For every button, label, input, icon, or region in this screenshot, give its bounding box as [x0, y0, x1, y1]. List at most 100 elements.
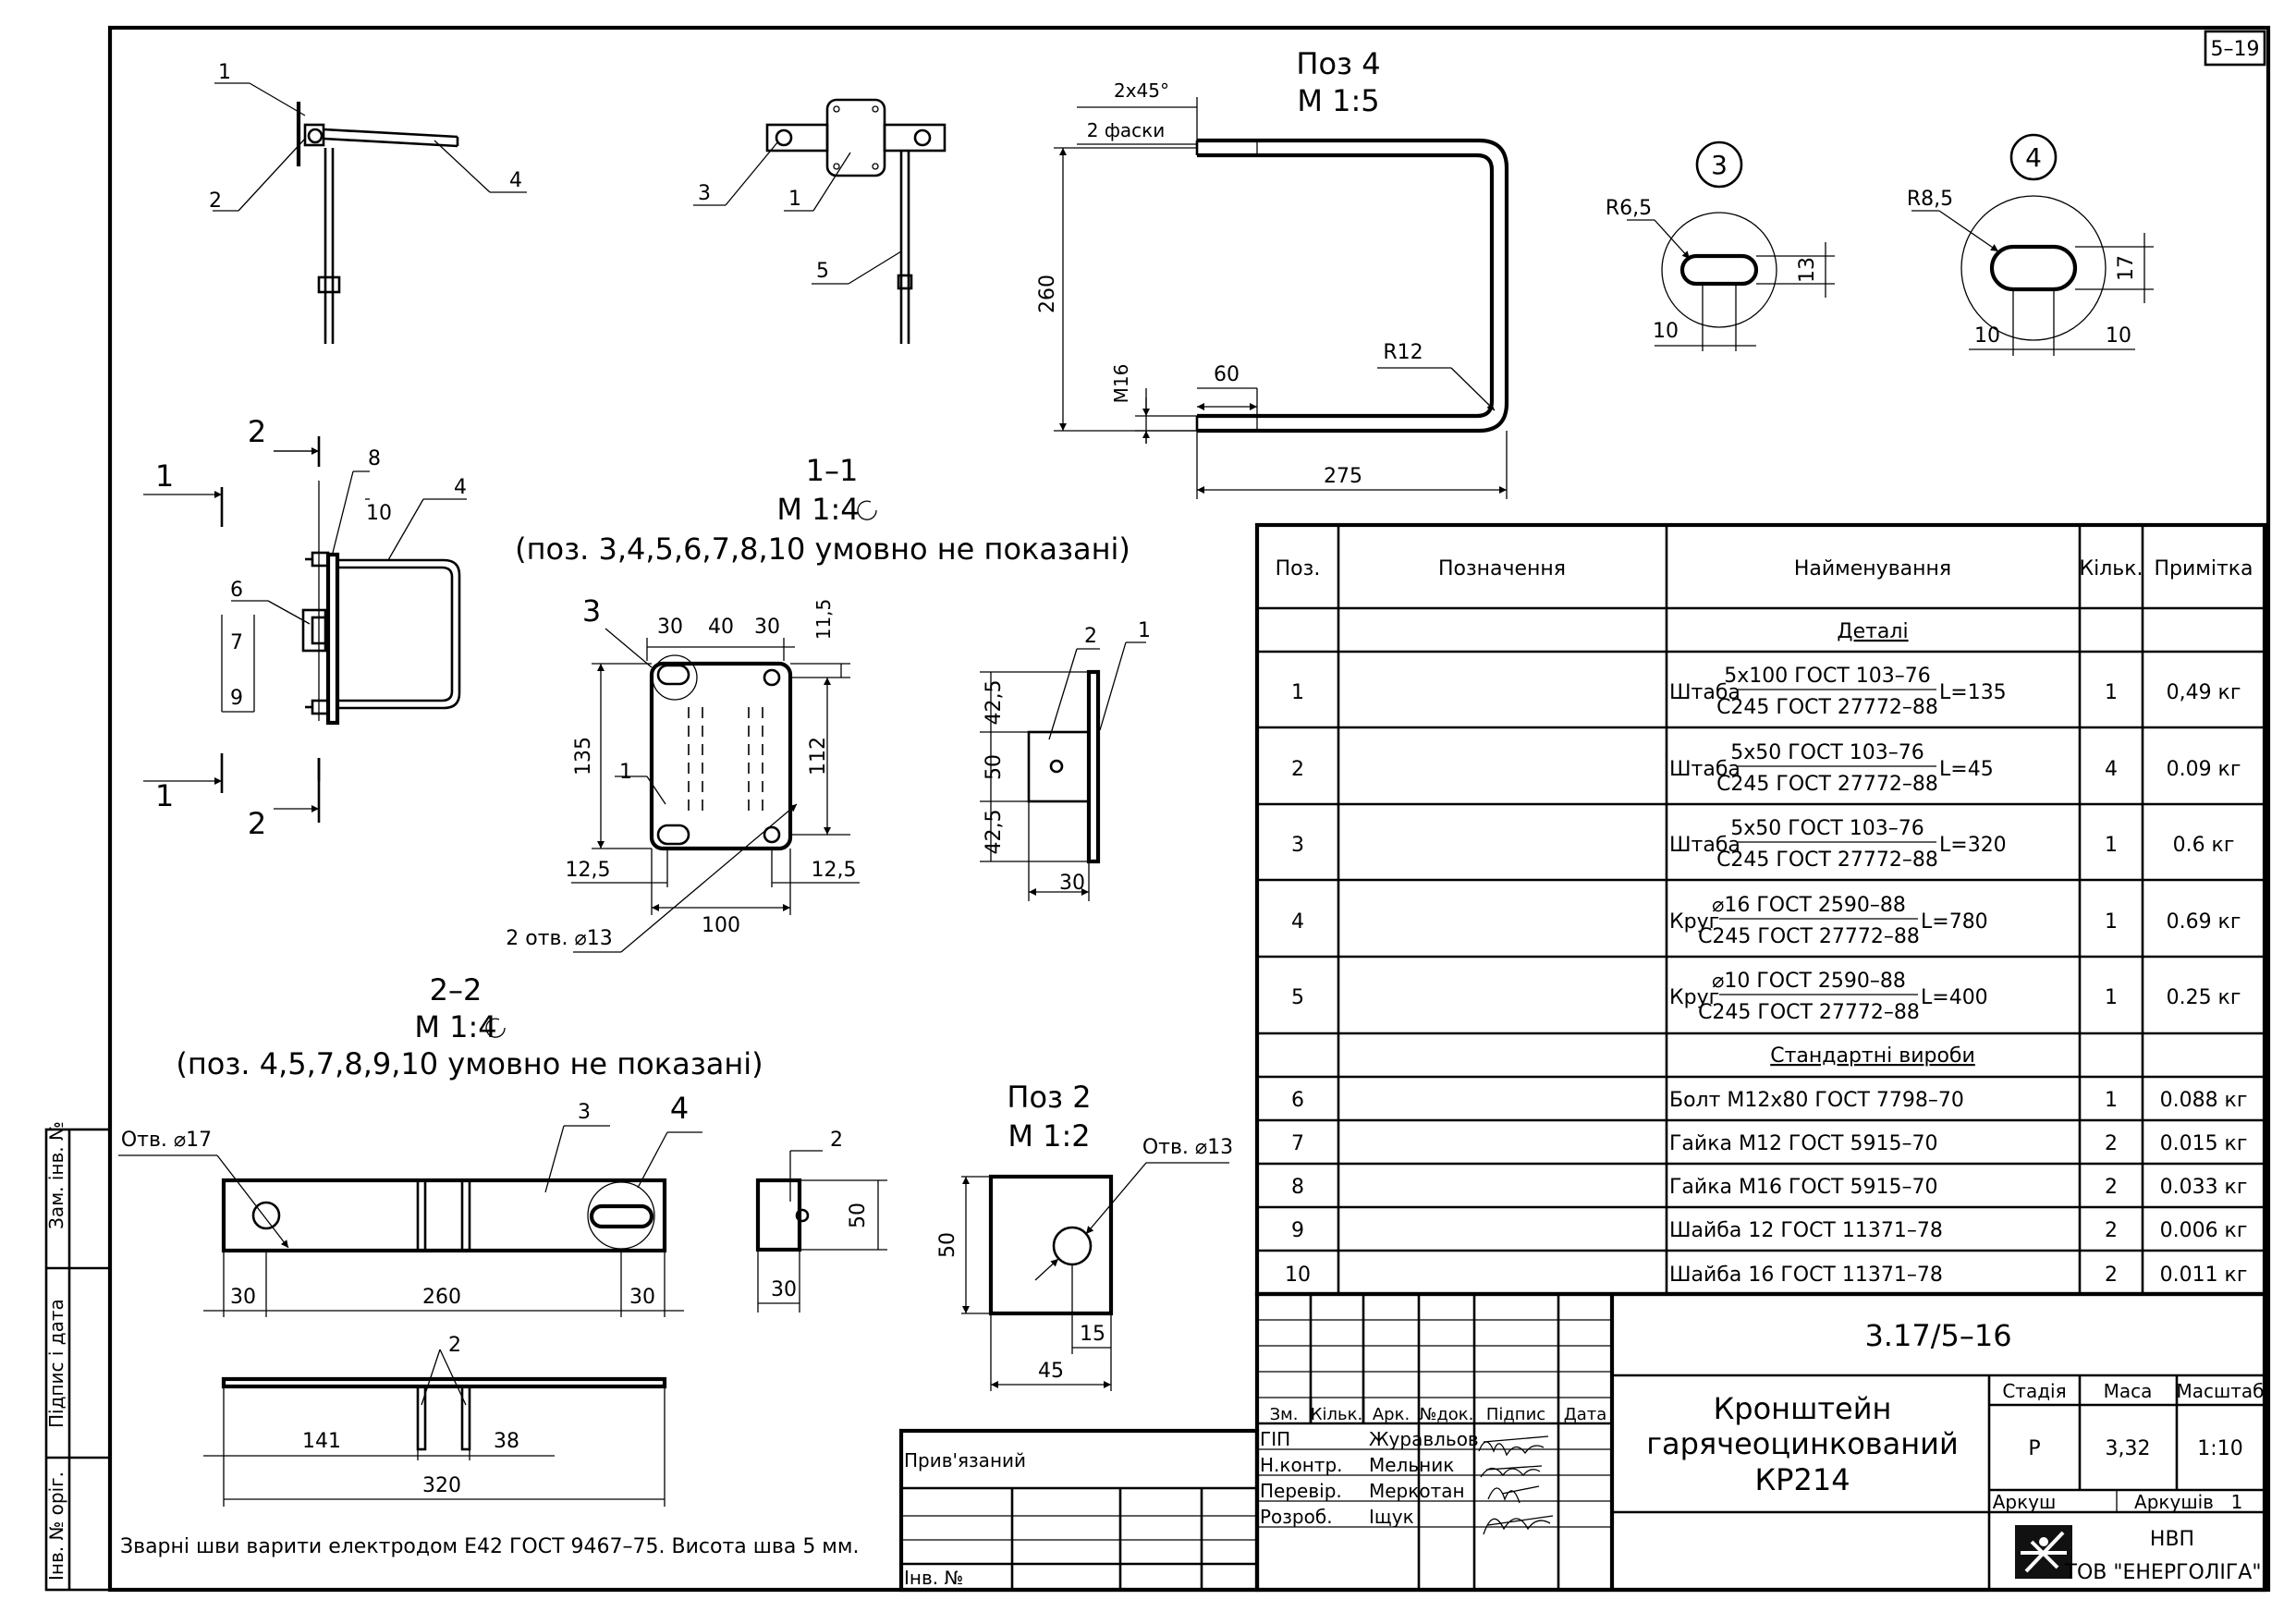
bar3-hole: Отв. ⌀17 [121, 1129, 212, 1152]
spec-row: 9 Шайба 12 ГОСТ 11371–78 2 0.006 кг [1291, 1219, 2247, 1242]
assembly-callout-10: 10 [366, 502, 392, 525]
sign-role-check: Перевір. [1260, 1480, 1342, 1502]
spec-bottom: С245 ГОСТ 27772–88 [1716, 849, 1938, 872]
spec-qty: 1 [2105, 986, 2118, 1009]
bar3top-dim-320: 320 [422, 1474, 461, 1497]
spec-qty: 2 [2105, 1264, 2118, 1287]
section-1-1-side [980, 641, 1146, 901]
small2-dim-50: 50 [847, 1203, 870, 1228]
section-1-1-scale: М 1:4 [776, 492, 859, 527]
spec-note: 0.6 кг [2173, 834, 2235, 857]
mass-label: Маса [2104, 1380, 2153, 1402]
spec-kind: Круг [1669, 986, 1719, 1009]
poz4-title: Поз 4 [1296, 46, 1380, 81]
spec-section-details: Деталі [1837, 620, 1908, 643]
bar3-dim-30b: 30 [629, 1286, 655, 1309]
spec-top: 5х100 ГОСТ 103–76 [1724, 665, 1931, 688]
spec-len: L=320 [1939, 834, 2007, 857]
spec-note: 0.25 кг [2167, 986, 2241, 1009]
poz2-title: Поз 2 [1007, 1080, 1091, 1115]
iso-b-callout-3: 3 [698, 182, 711, 205]
company-line-2: ТОВ "ЕНЕРГОЛІГА" [2064, 1561, 2262, 1584]
assembly-callout-7: 7 [230, 631, 243, 654]
poz4-view [1054, 97, 1509, 499]
sec11-dim-40: 40 [708, 616, 734, 639]
spec-row: 5 Круг ⌀10 ГОСТ 2590–88 С245 ГОСТ 27772–… [1291, 970, 2241, 1024]
spec-qty: 2 [2105, 1176, 2118, 1199]
sec11-dim-100: 100 [702, 914, 740, 937]
spec-qty: 4 [2105, 758, 2118, 781]
poz4-chamfer: 2х45° [1114, 79, 1169, 102]
sheets-value: 1 [2231, 1491, 2243, 1513]
poz4-dim-260: 260 [1036, 275, 1059, 313]
spec-row: 10 Шайба 16 ГОСТ 11371–78 2 0.011 кг [1285, 1264, 2247, 1287]
scale-label: Масштаб [2176, 1380, 2264, 1402]
spec-qty: 2 [2105, 1132, 2118, 1155]
slot3-width: 10 [1653, 320, 1679, 343]
spec-kind: Штаба [1669, 758, 1740, 781]
company-line-1: НВП [2150, 1528, 2194, 1551]
spec-len: L=45 [1939, 758, 1994, 781]
spec-pos: 6 [1291, 1089, 1304, 1112]
sec11-dim-11-5: 11,5 [812, 599, 835, 641]
spec-row: 7 Гайка М12 ГОСТ 5915–70 2 0.015 кг [1291, 1132, 2247, 1155]
section-2-2-title: 2–2 [430, 972, 482, 1007]
spec-pos: 2 [1291, 758, 1304, 781]
spec-qty: 1 [2105, 834, 2118, 857]
spec-row: 8 Гайка М16 ГОСТ 5915–70 2 0.033 кг [1291, 1176, 2247, 1199]
slot4-height: 17 [2115, 255, 2138, 281]
spec-note: 0.088 кг [2160, 1089, 2248, 1112]
spec-pos: 9 [1291, 1219, 1304, 1242]
section-2-2-note: (поз. 4,5,7,8,9,10 умовно не показані) [176, 1046, 763, 1081]
slot3-number: 3 [1711, 150, 1728, 180]
spec-header-pos: Поз. [1276, 557, 1321, 580]
side11-dim-30: 30 [1059, 872, 1085, 895]
spec-pos: 8 [1291, 1176, 1304, 1199]
side11-dim-42-5a: 42,5 [983, 680, 1006, 726]
spec-name: Гайка М16 ГОСТ 5915–70 [1669, 1176, 1937, 1199]
spec-section-standard: Стандартні вироби [1770, 1044, 1975, 1068]
spec-name: Шайба 12 ГОСТ 11371–78 [1669, 1219, 1943, 1242]
bar3-dim-260: 260 [422, 1286, 461, 1309]
slot-detail-4 [1911, 133, 2154, 356]
spec-note: 0.69 кг [2167, 910, 2241, 934]
spec-top: 5х50 ГОСТ 103–76 [1730, 817, 1924, 840]
side-label-signature: Підпис і дата [45, 1299, 67, 1428]
sec11-holes: 2 отв. ⌀13 [506, 927, 612, 950]
scale-value: 1:10 [2197, 1437, 2242, 1460]
spec-pos: 5 [1291, 986, 1304, 1009]
poz2-dim-45: 45 [1038, 1360, 1064, 1383]
section-2-2-scale: М 1:4 [414, 1009, 496, 1044]
spec-len: L=135 [1939, 681, 2007, 704]
poz4-radius: R12 [1383, 341, 1423, 364]
spec-pos: 7 [1291, 1132, 1304, 1155]
sheet-code: 5–19 [2211, 38, 2260, 61]
bar3top-callout-2: 2 [448, 1334, 461, 1357]
handwritten-signatures [1478, 1435, 1554, 1535]
sign-role-dev: Розроб. [1260, 1506, 1333, 1528]
spec-pos: 4 [1291, 910, 1304, 934]
poz2-view [961, 1162, 1229, 1391]
iso-a-callout-2: 2 [209, 189, 222, 213]
title-line-2: гарячеоцинкований [1646, 1426, 1959, 1461]
poz4-dim-m16: М16 [1110, 364, 1132, 404]
poz4-scale: М 1:5 [1297, 83, 1379, 118]
sign-role-norm: Н.контр. [1260, 1454, 1343, 1476]
assembly-callout-8: 8 [368, 447, 381, 470]
poz4-chamfer-count: 2 фаски [1087, 119, 1166, 141]
section-mark-2-top: 2 [248, 414, 266, 449]
spec-row: 3 Штаба 5х50 ГОСТ 103–76 С245 ГОСТ 27772… [1291, 817, 2234, 872]
sec11-dim-12-5b: 12,5 [812, 859, 857, 882]
side-stamp [44, 1128, 112, 1592]
title-line-1: Кронштейн [1714, 1391, 1892, 1426]
spec-table-grid [1254, 522, 2267, 1297]
slot-detail-3 [1627, 140, 1835, 351]
spec-qty: 1 [2105, 910, 2118, 934]
rev-header-signature: Підпис [1486, 1405, 1545, 1424]
spec-row: 6 Болт М12х80 ГОСТ 7798–70 1 0.088 кг [1291, 1089, 2247, 1112]
mass-value: 3,32 [2106, 1437, 2151, 1460]
small2-callout: 2 [830, 1129, 843, 1152]
spec-note: 0.015 кг [2160, 1132, 2248, 1155]
spec-qty: 1 [2105, 1089, 2118, 1112]
